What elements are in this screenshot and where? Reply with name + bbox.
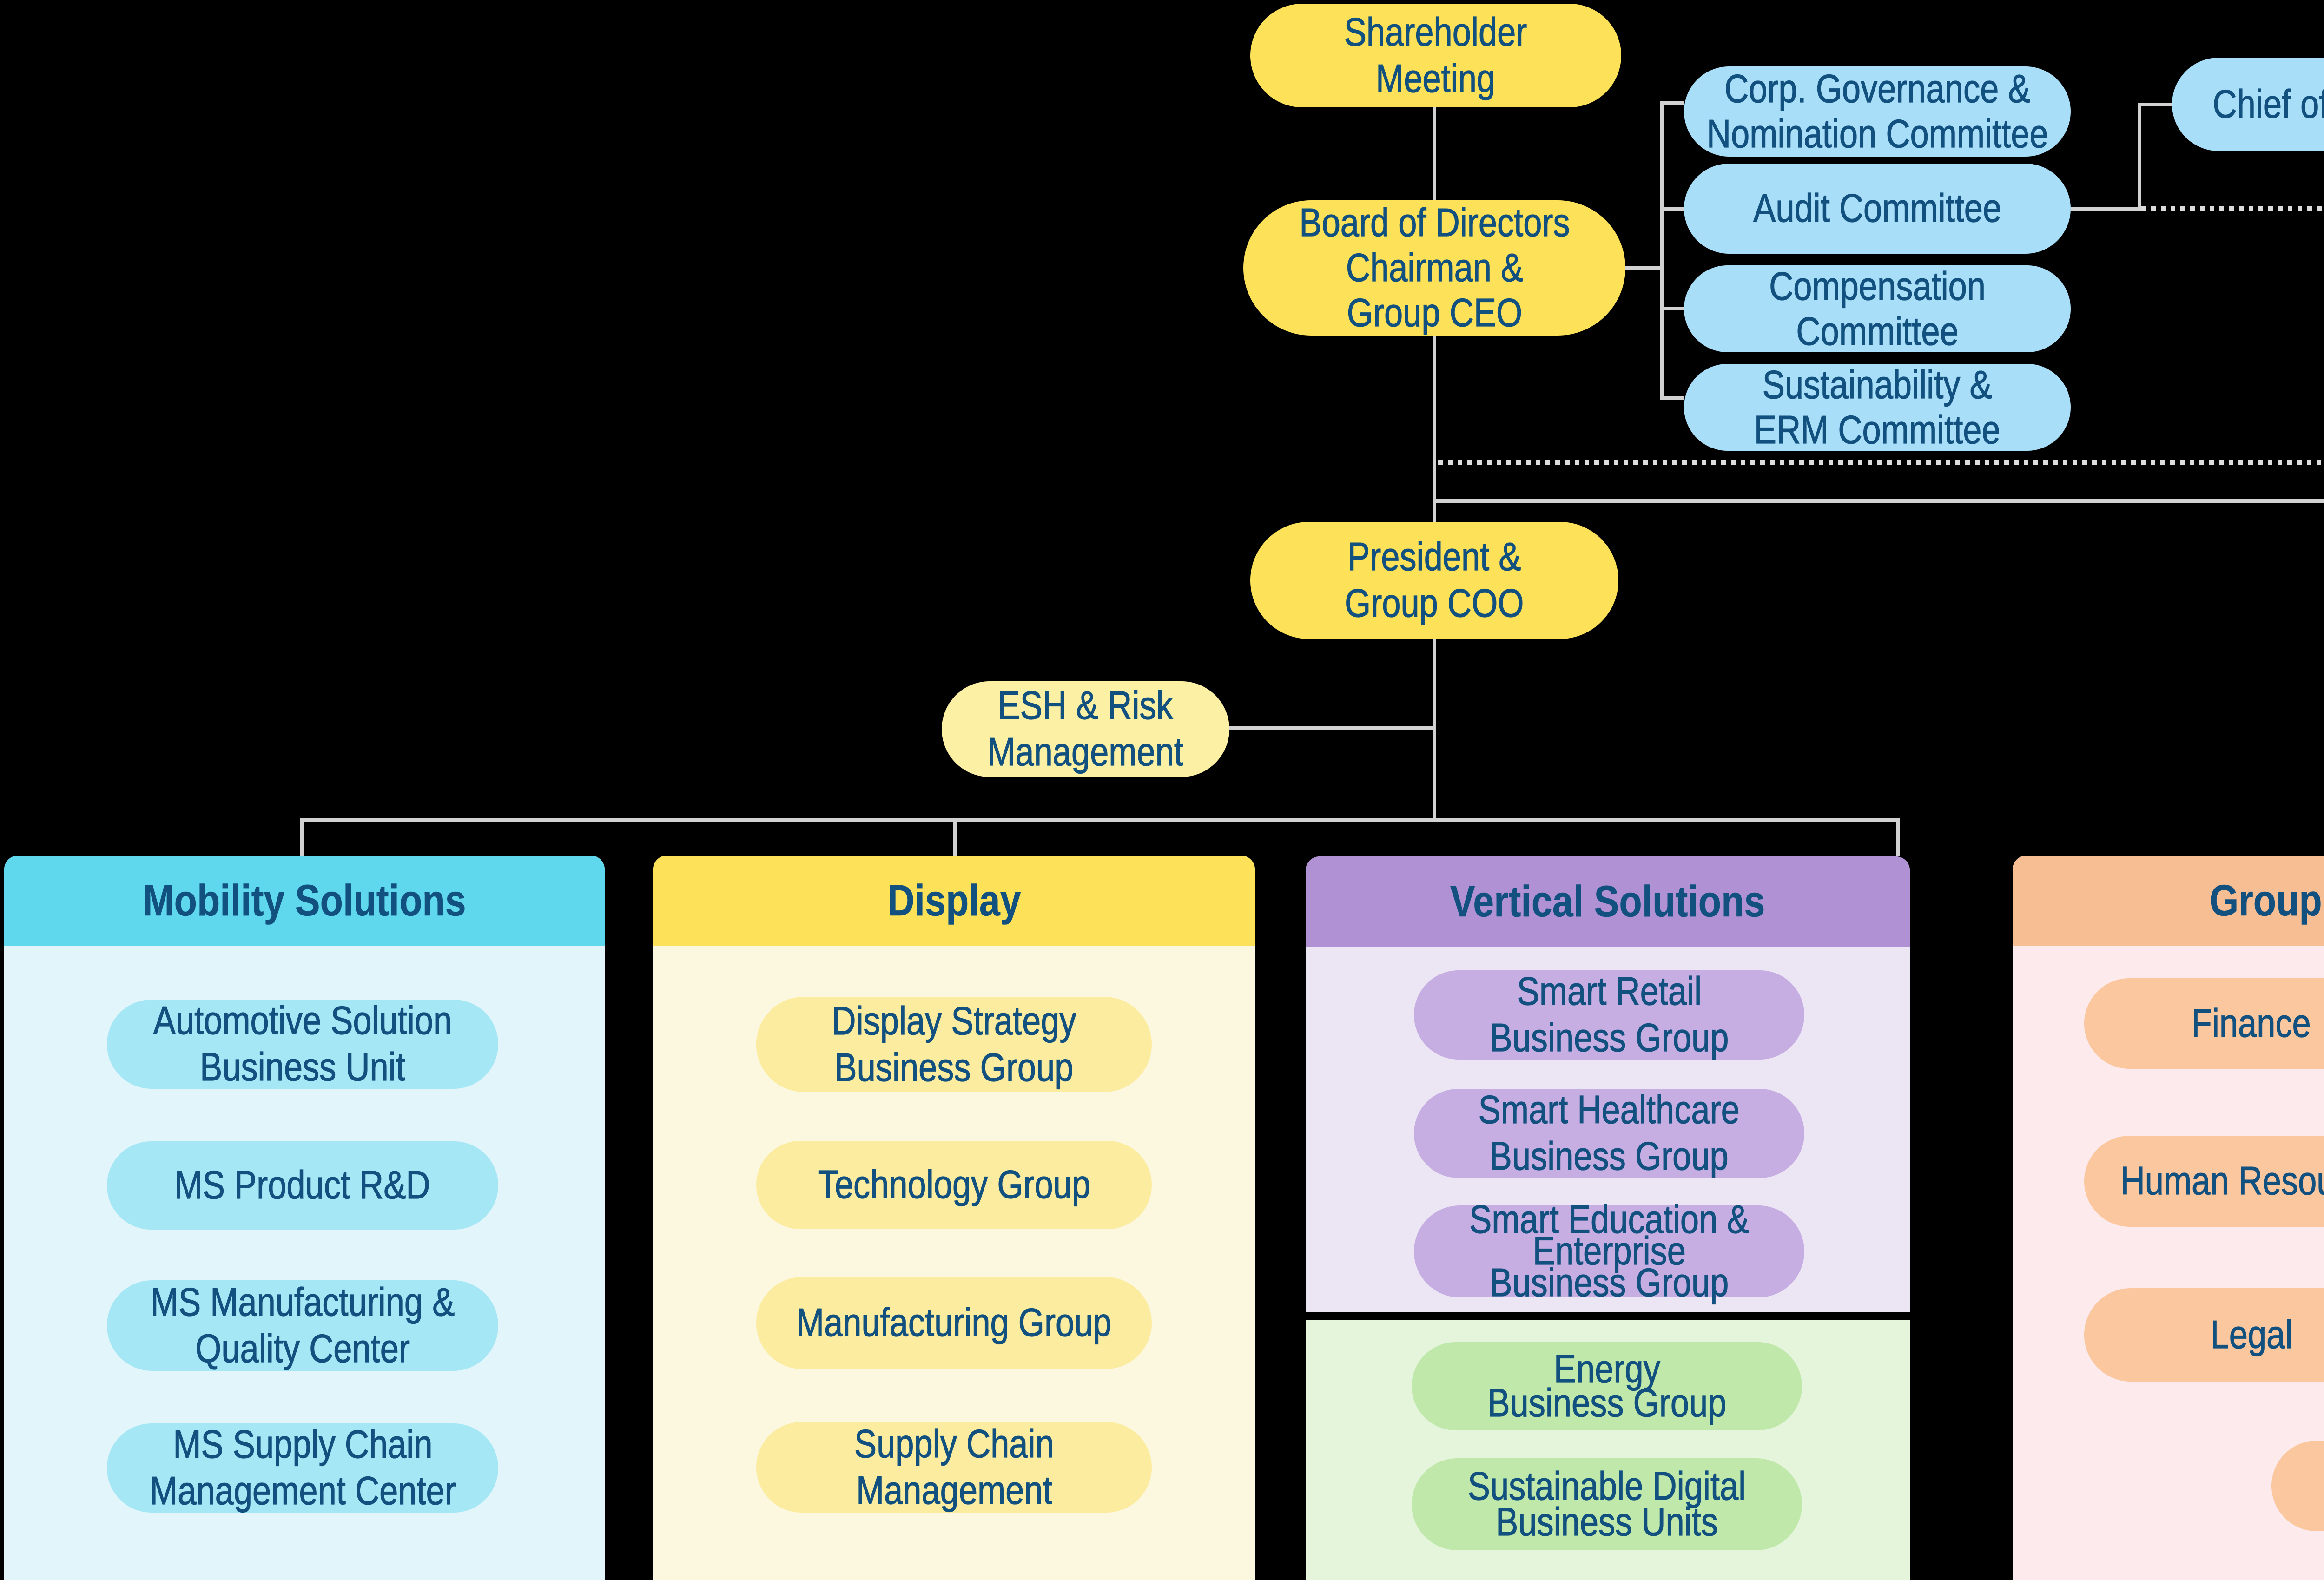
panel-display-header: Display xyxy=(653,856,1255,946)
pill-legal: Legal xyxy=(2084,1288,2324,1382)
panel-vertical-title: Vertical Solutions xyxy=(1450,877,1765,927)
committee-bracket xyxy=(1660,101,1664,400)
pill-technology-group: Technology Group xyxy=(756,1141,1152,1229)
pill-label: Sustainable Digital Business Units xyxy=(1467,1464,1746,1544)
stub-vertical xyxy=(1896,818,1900,856)
node-board-of-directors: Board of Directors Chairman & Group CEO xyxy=(1243,200,1625,336)
connector-bottom-rail xyxy=(300,818,1900,822)
pill-label: MS Manufacturing & Quality Center xyxy=(150,1280,455,1371)
pill-smart-education: Smart Education & Enterprise Business Gr… xyxy=(1414,1198,1804,1305)
pill-supply-chain-management: Supply Chain Management xyxy=(756,1422,1152,1513)
connector-audit-compliance-v xyxy=(2138,103,2141,211)
pill-label: Smart Healthcare Business Group xyxy=(1478,1087,1740,1178)
node-label: Chief of Compliance xyxy=(2212,82,2324,126)
pill-label: Technology Group xyxy=(818,1162,1091,1207)
stub-corp-governance xyxy=(1660,101,1684,105)
node-sustainability-erm-committee: Sustainability & ERM Committee xyxy=(1684,362,2071,452)
pill-label: Human Resource xyxy=(2120,1159,2324,1203)
pill-label: Energy Business Group xyxy=(1487,1347,1727,1425)
pill-label: MS Product R&D xyxy=(174,1163,431,1207)
node-label: Board of Directors Chairman & Group CEO xyxy=(1299,200,1570,335)
connector-audit-compliance-h2 xyxy=(2138,103,2172,106)
panel-display-title: Display xyxy=(887,876,1021,926)
pill-ms-manufacturing: MS Manufacturing & Quality Center xyxy=(107,1280,498,1371)
panel-mobility-title: Mobility Solutions xyxy=(143,876,466,926)
node-shareholder-meeting: Shareholder Meeting xyxy=(1250,4,1621,107)
pill-label: Manufacturing Group xyxy=(796,1300,1112,1345)
stub-sustainability xyxy=(1660,396,1684,400)
pill-smart-retail: Smart Retail Business Group xyxy=(1414,969,1804,1060)
connector-shareholder-board xyxy=(1433,107,1436,200)
pill-label: Display Strategy Business Group xyxy=(832,999,1076,1090)
node-label: Shareholder Meeting xyxy=(1344,10,1528,101)
node-chief-of-compliance: Chief of Compliance xyxy=(2172,58,2324,151)
pill-automotive-solution: Automotive Solution Business Unit xyxy=(107,998,498,1090)
dotted-board-compliance-h xyxy=(1438,460,2324,465)
pill-ms-supply-chain: MS Supply Chain Management Center xyxy=(107,1422,498,1514)
node-label: Sustainability & ERM Committee xyxy=(1754,362,2000,452)
stub-mobility xyxy=(300,818,304,856)
panel-mobility-header: Mobility Solutions xyxy=(4,856,605,946)
pill-label: Smart Education & Enterprise Business Gr… xyxy=(1469,1198,1750,1305)
pill-label: Smart Retail Business Group xyxy=(1489,969,1729,1060)
pill-manufacturing-group: Manufacturing Group xyxy=(756,1277,1152,1369)
connector-board-president xyxy=(1433,336,1436,522)
node-esh-risk-management: ESH & Risk Management xyxy=(942,681,1229,777)
node-president-group-coo: President & Group COO xyxy=(1250,522,1618,639)
stub-audit xyxy=(1660,207,1684,211)
pill-sustainable-digital: Sustainable Digital Business Units xyxy=(1412,1458,1802,1550)
stub-display xyxy=(953,818,957,856)
pill-ms-product-rd: MS Product R&D xyxy=(107,1141,498,1230)
connector-esh xyxy=(1229,726,1436,730)
node-compensation-committee: Compensation Committee xyxy=(1684,264,2071,354)
pill-label: Legal xyxy=(2210,1312,2293,1357)
pill-display-strategy: Display Strategy Business Group xyxy=(756,997,1152,1092)
connector-president-giu-h xyxy=(1433,499,2324,503)
node-label: ESH & Risk Management xyxy=(987,683,1184,774)
node-audit-committee: Audit Committee xyxy=(1684,164,2071,254)
pill-label: Automotive Solution Business Unit xyxy=(153,998,452,1089)
dotted-audit-right xyxy=(2141,206,2324,211)
pill-label: MS Supply Chain Management Center xyxy=(149,1422,456,1513)
node-label: Compensation Committee xyxy=(1769,264,1986,354)
connector-audit-compliance-h1 xyxy=(2071,207,2139,211)
pill-label: Finance xyxy=(2191,1001,2311,1046)
node-label: President & Group COO xyxy=(1345,534,1525,625)
panel-giu-title: Group Infrastructure Unit xyxy=(2209,876,2324,926)
pill-smart-healthcare: Smart Healthcare Business Group xyxy=(1414,1087,1804,1179)
stub-compensation xyxy=(1660,307,1684,310)
pill-human-resource: Human Resource xyxy=(2084,1136,2324,1227)
pill-energy-business-group: Energy Business Group xyxy=(1412,1342,1802,1430)
panel-vertical-header: Vertical Solutions xyxy=(1306,856,1910,947)
panel-giu-header: Group Infrastructure Unit xyxy=(2013,856,2324,946)
connector-board-committees xyxy=(1625,266,1664,270)
node-corp-governance-committee: Corp. Governance & Nomination Committee xyxy=(1684,66,2071,157)
node-label: Audit Committee xyxy=(1753,186,2002,230)
node-label: Corp. Governance & Nomination Committee xyxy=(1706,66,2048,156)
pill-finance: Finance xyxy=(2084,978,2324,1069)
pill-label: Supply Chain Management xyxy=(854,1422,1054,1513)
